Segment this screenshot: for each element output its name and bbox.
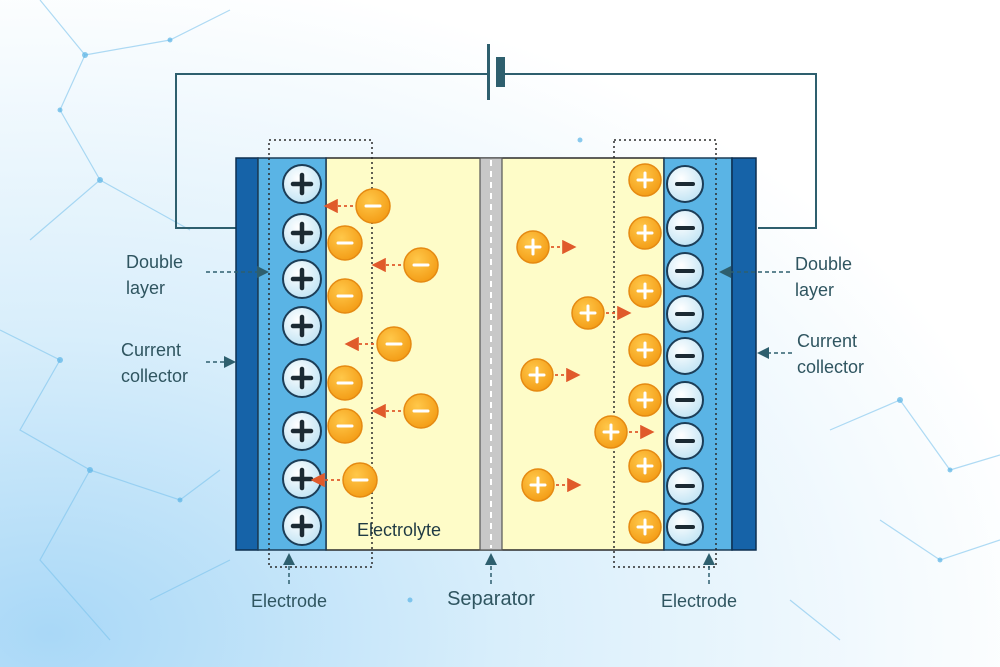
- label-current-collector-right-line2: collector: [797, 357, 865, 377]
- label-current-collector-left-line1: Current: [121, 340, 182, 360]
- anion: [327, 225, 363, 261]
- electrode-positive-charge: [282, 358, 322, 398]
- label-double-layer-right: Double layer: [795, 251, 852, 303]
- cation: [628, 383, 662, 417]
- label-current-collector-left-line2: collector: [121, 366, 189, 386]
- current-collector-right: [731, 157, 757, 551]
- electrode-negative-charge: [666, 337, 704, 375]
- cation: [571, 296, 605, 330]
- label-current-collector-right-line1: Current: [797, 331, 858, 351]
- label-electrode-left: Electrode: [250, 591, 328, 611]
- electrode-negative-charge: [666, 165, 704, 203]
- electrode-negative-charge: [666, 508, 704, 546]
- label-current-collector-left: Current collector: [121, 337, 188, 389]
- label-double-layer-left-line1: Double: [126, 252, 184, 272]
- electrode-positive-charge: [282, 213, 322, 253]
- cation: [520, 358, 554, 392]
- label-separator: Separator: [447, 588, 535, 610]
- pointer-arrows: [206, 266, 792, 584]
- electrode-positive-charge: [282, 164, 322, 204]
- battery-icon: [487, 44, 505, 100]
- cation: [628, 449, 662, 483]
- anion: [403, 393, 439, 429]
- double-layer-box-right: [613, 139, 717, 568]
- double-layer-box-left: [268, 139, 373, 568]
- electrode-positive-charge: [282, 411, 322, 451]
- current-collector-left: [235, 157, 259, 551]
- anion: [355, 188, 391, 224]
- cation: [521, 468, 555, 502]
- label-current-collector-right: Current collector: [797, 328, 864, 380]
- cation: [628, 333, 662, 367]
- cation: [628, 216, 662, 250]
- cation: [628, 163, 662, 197]
- network-nodes: [57, 37, 953, 603]
- electrode-negative-charge: [666, 422, 704, 460]
- label-double-layer-right-line1: Double: [795, 254, 853, 274]
- electrode-negative-charge: [666, 381, 704, 419]
- separator-membrane: [479, 157, 503, 551]
- label-double-layer-right-line2: layer: [795, 280, 835, 300]
- anion: [403, 247, 439, 283]
- electrode-negative-charge: [666, 252, 704, 290]
- external-circuit: [175, 73, 817, 229]
- anion: [376, 326, 412, 362]
- electrode-positive-charge: [282, 306, 322, 346]
- anion: [327, 278, 363, 314]
- label-double-layer-left: Double layer: [126, 249, 183, 301]
- anion: [342, 462, 378, 498]
- label-electrode-right: Electrode: [660, 591, 738, 611]
- electrode-positive-charge: [282, 506, 322, 546]
- cation: [516, 230, 550, 264]
- label-electrolyte: Electrolyte: [357, 520, 442, 540]
- electrode-negative-charge: [666, 467, 704, 505]
- electrode-negative-charge: [666, 209, 704, 247]
- anion: [327, 408, 363, 444]
- cation: [594, 415, 628, 449]
- label-double-layer-left-line2: layer: [126, 278, 166, 298]
- anion: [327, 365, 363, 401]
- electrode-positive-charge: [282, 459, 322, 499]
- electrode-positive-charge: [282, 259, 322, 299]
- cation: [628, 510, 662, 544]
- electrode-negative-charge: [666, 295, 704, 333]
- cation: [628, 274, 662, 308]
